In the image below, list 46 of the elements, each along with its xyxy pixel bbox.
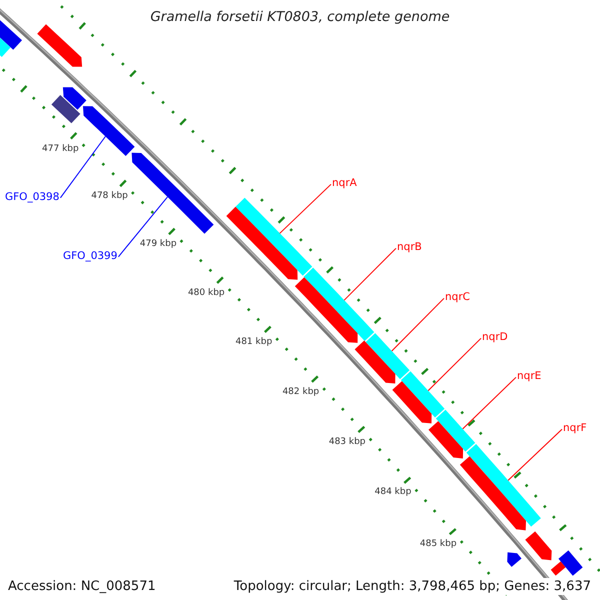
gene-segment (366, 333, 410, 380)
gene-segment (436, 410, 476, 452)
gene-label: nqrF (563, 423, 587, 434)
scale-label: 483 kbp (328, 438, 366, 447)
gene-segment (460, 456, 526, 530)
leader-line (118, 196, 168, 258)
gene-label: GFO_0399 (63, 251, 118, 262)
gene-segment (558, 550, 583, 576)
scale-label: 484 kbp (374, 488, 412, 498)
gene-segment (294, 277, 358, 343)
gene-segment (400, 371, 445, 418)
leader-line (428, 338, 482, 392)
gene-label: nqrB (397, 242, 422, 252)
leader-line (462, 376, 516, 430)
leader-line (344, 248, 396, 301)
scale-label: 480 kbp (188, 288, 225, 298)
gene-segment (62, 87, 86, 110)
gene-segment (37, 24, 82, 67)
gene-label: nqrE (517, 371, 542, 382)
leader-line (279, 184, 332, 234)
gene-segment (466, 444, 541, 527)
gene-segment (550, 561, 566, 576)
scale-label: 485 kbp (420, 540, 457, 549)
gene-segment (132, 152, 214, 234)
gene-segment (525, 531, 552, 560)
gene-segment (226, 206, 298, 280)
gene-label: nqrD (482, 332, 508, 342)
gene-segment (507, 552, 522, 567)
scale-label: 482 kbp (282, 388, 320, 397)
scale-label: 477 kbp (42, 145, 79, 154)
scale-label: 481 kbp (235, 338, 272, 348)
gene-segment (354, 340, 396, 384)
diagram-title: Gramella forsetii KT0803, complete genome (149, 11, 451, 24)
gene-label: nqrC (445, 292, 470, 302)
leader-line (508, 428, 562, 481)
gene-label: nqrA (332, 178, 357, 188)
gene-segment (428, 421, 464, 458)
gene-segment (83, 106, 135, 156)
gene-segment (51, 95, 80, 124)
gene-segment (392, 381, 432, 424)
scale-label: 478 kbp (91, 192, 128, 202)
gene-segment (304, 268, 374, 341)
leader-line (60, 136, 106, 198)
gene-segment (236, 198, 312, 276)
gene-label: GFO_0398 (5, 192, 60, 202)
scale-label: 479 kbp (140, 240, 177, 250)
